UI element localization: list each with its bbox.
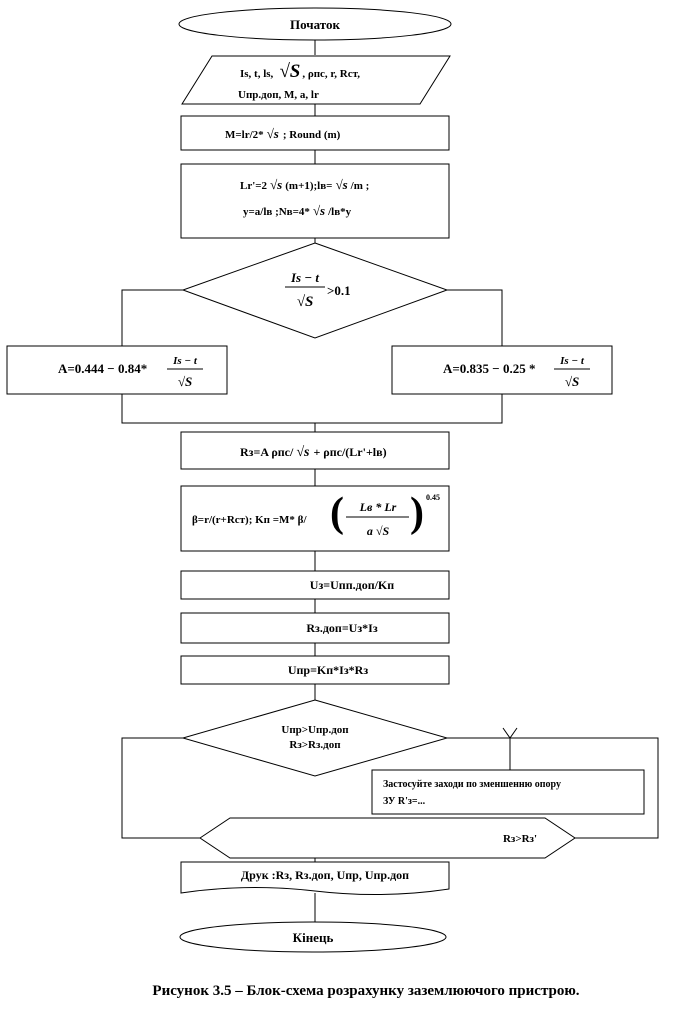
input-line2: Uпр.доп, M, a, lr [238,89,319,101]
step-kp-prefix: β=r/(r+Rст); Kп =M* β/ [192,514,307,526]
decision-ratio-numerator: Is − t [290,270,319,285]
step-lengths-calc [180,163,450,239]
decision-rz-compare-label: Rз>Rз' [503,833,537,845]
step-kp-exponent: 0.45 [426,493,440,502]
step-rz-label: Rз=A ρпс/√s+ ρпс/(Lr'+lв) [240,445,387,460]
step-lengths-line2: y=a/lв ;Nв=4*√s/lв*y [243,203,352,218]
decision-ratio-denominator: √S [297,294,314,310]
decision-voltage-line1: Uпр>Uпр.доп [281,724,349,736]
decision-voltage-line2: Rз>Rз.доп [289,739,341,751]
step-uz-calc [180,570,450,600]
step-rz-calc [180,431,450,470]
decision-ratio-condition: >0.1 [327,283,351,298]
formula-a-left-denominator: √S [178,374,192,389]
start-label: Початок [290,17,340,32]
step-rzdop-calc [180,612,450,644]
formula-a-right-numerator: Is − t [559,355,585,367]
step-kp-denominator: a√S [367,524,390,538]
decision-rz-compare [199,817,576,859]
start-terminal [178,7,452,41]
step-lengths-line1: Lr'=2√s(m+1);lв=√s/m ; [240,177,369,192]
figure-caption: Рисунок 3.5 – Блок-схема розрахунку зазе… [152,983,579,999]
action-line1: Застосуйте заходи по зменшенню опору [383,779,561,790]
input-parallelogram [181,55,451,105]
input-line1: Is, t, ls,√S, ρпс, r, Rст, [240,61,360,82]
step-kp-numerator: Lв * Lr [359,500,397,514]
formula-a-right-denominator: √S [565,374,579,389]
step-uz-label: Uз=Uпп.доп/Kп [310,578,394,592]
end-terminal [179,921,447,953]
step-m-label: M=lr/2*√s; Round (m) [225,126,341,141]
formula-a-right [391,345,613,395]
action-line2: ЗУ R'з=... [383,796,426,807]
formula-a-left-prefix: A=0.444 − 0.84* [58,361,147,376]
formula-a-left-numerator: Is − t [172,355,198,367]
action-reduce-resistance [371,769,645,815]
formula-a-right-prefix: A=0.835 − 0.25 * [443,361,535,376]
connector-lines [121,38,659,922]
step-kp-right-paren: ) [410,490,424,536]
output-label: Друк :Rз, Rз.доп, Uпр, Uпр.доп [241,868,409,882]
step-kp-calc [180,485,450,552]
step-rzdop-label: Rз.доп=Uз*Iз [306,621,377,635]
formula-a-left [6,345,228,395]
step-upr-label: Uпр=Kп*Iз*Rз [288,663,368,677]
output-document [180,861,450,896]
step-upr-calc [180,655,450,685]
step-kp-left-paren: ( [330,490,344,536]
decision-ratio [181,242,449,339]
end-label: Кінець [293,930,334,945]
step-m-calc [180,115,450,151]
decision-voltage-resistance [181,699,449,777]
